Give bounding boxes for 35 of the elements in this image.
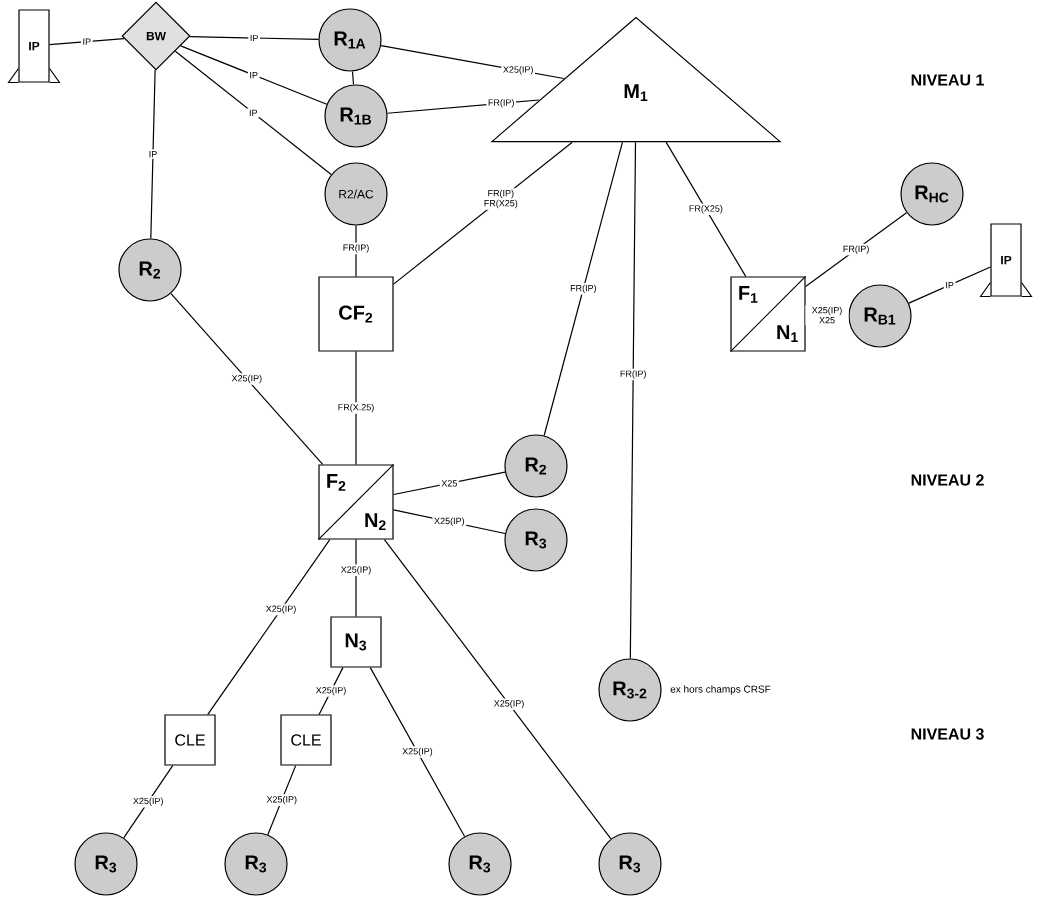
connector-line	[393, 471, 506, 496]
connector-line	[383, 539, 612, 840]
connector-line	[174, 50, 332, 175]
switch-box: CLE	[280, 714, 332, 766]
level-label: NIVEAU 3	[911, 728, 984, 740]
split-box: F$_{1}$ N$_{1}$	[729, 275, 807, 353]
connector-line	[170, 293, 324, 465]
connector-line	[665, 141, 747, 277]
split-box: F$_{2}$ N$_{2}$	[317, 463, 395, 541]
connector-line	[355, 225, 357, 277]
connector-line	[123, 765, 174, 839]
connector-line	[355, 539, 357, 617]
connector-line	[543, 141, 624, 437]
connector-line	[805, 212, 908, 288]
switch-box: CF$_{2}$	[318, 276, 394, 352]
connector-line	[49, 38, 125, 46]
connector-line	[380, 45, 565, 80]
switch-box: N$_{3}$	[330, 616, 382, 668]
connector-line	[180, 45, 328, 105]
level-label: NIVEAU 2	[911, 474, 984, 486]
connector-line	[355, 351, 357, 465]
connector-line	[629, 141, 637, 659]
switch-box: CLE	[164, 714, 216, 766]
connector-line	[386, 99, 540, 114]
connector-line	[150, 69, 156, 239]
level-label: NIVEAU 1	[911, 74, 984, 86]
connector-line	[369, 667, 466, 837]
connector-line	[207, 539, 331, 715]
connector-line	[908, 266, 991, 304]
connector-line	[267, 765, 297, 836]
connector-line	[393, 509, 506, 535]
connector-line	[393, 141, 573, 285]
connector-line	[318, 667, 344, 715]
connector-line	[189, 36, 320, 40]
connector-line	[351, 70, 355, 86]
